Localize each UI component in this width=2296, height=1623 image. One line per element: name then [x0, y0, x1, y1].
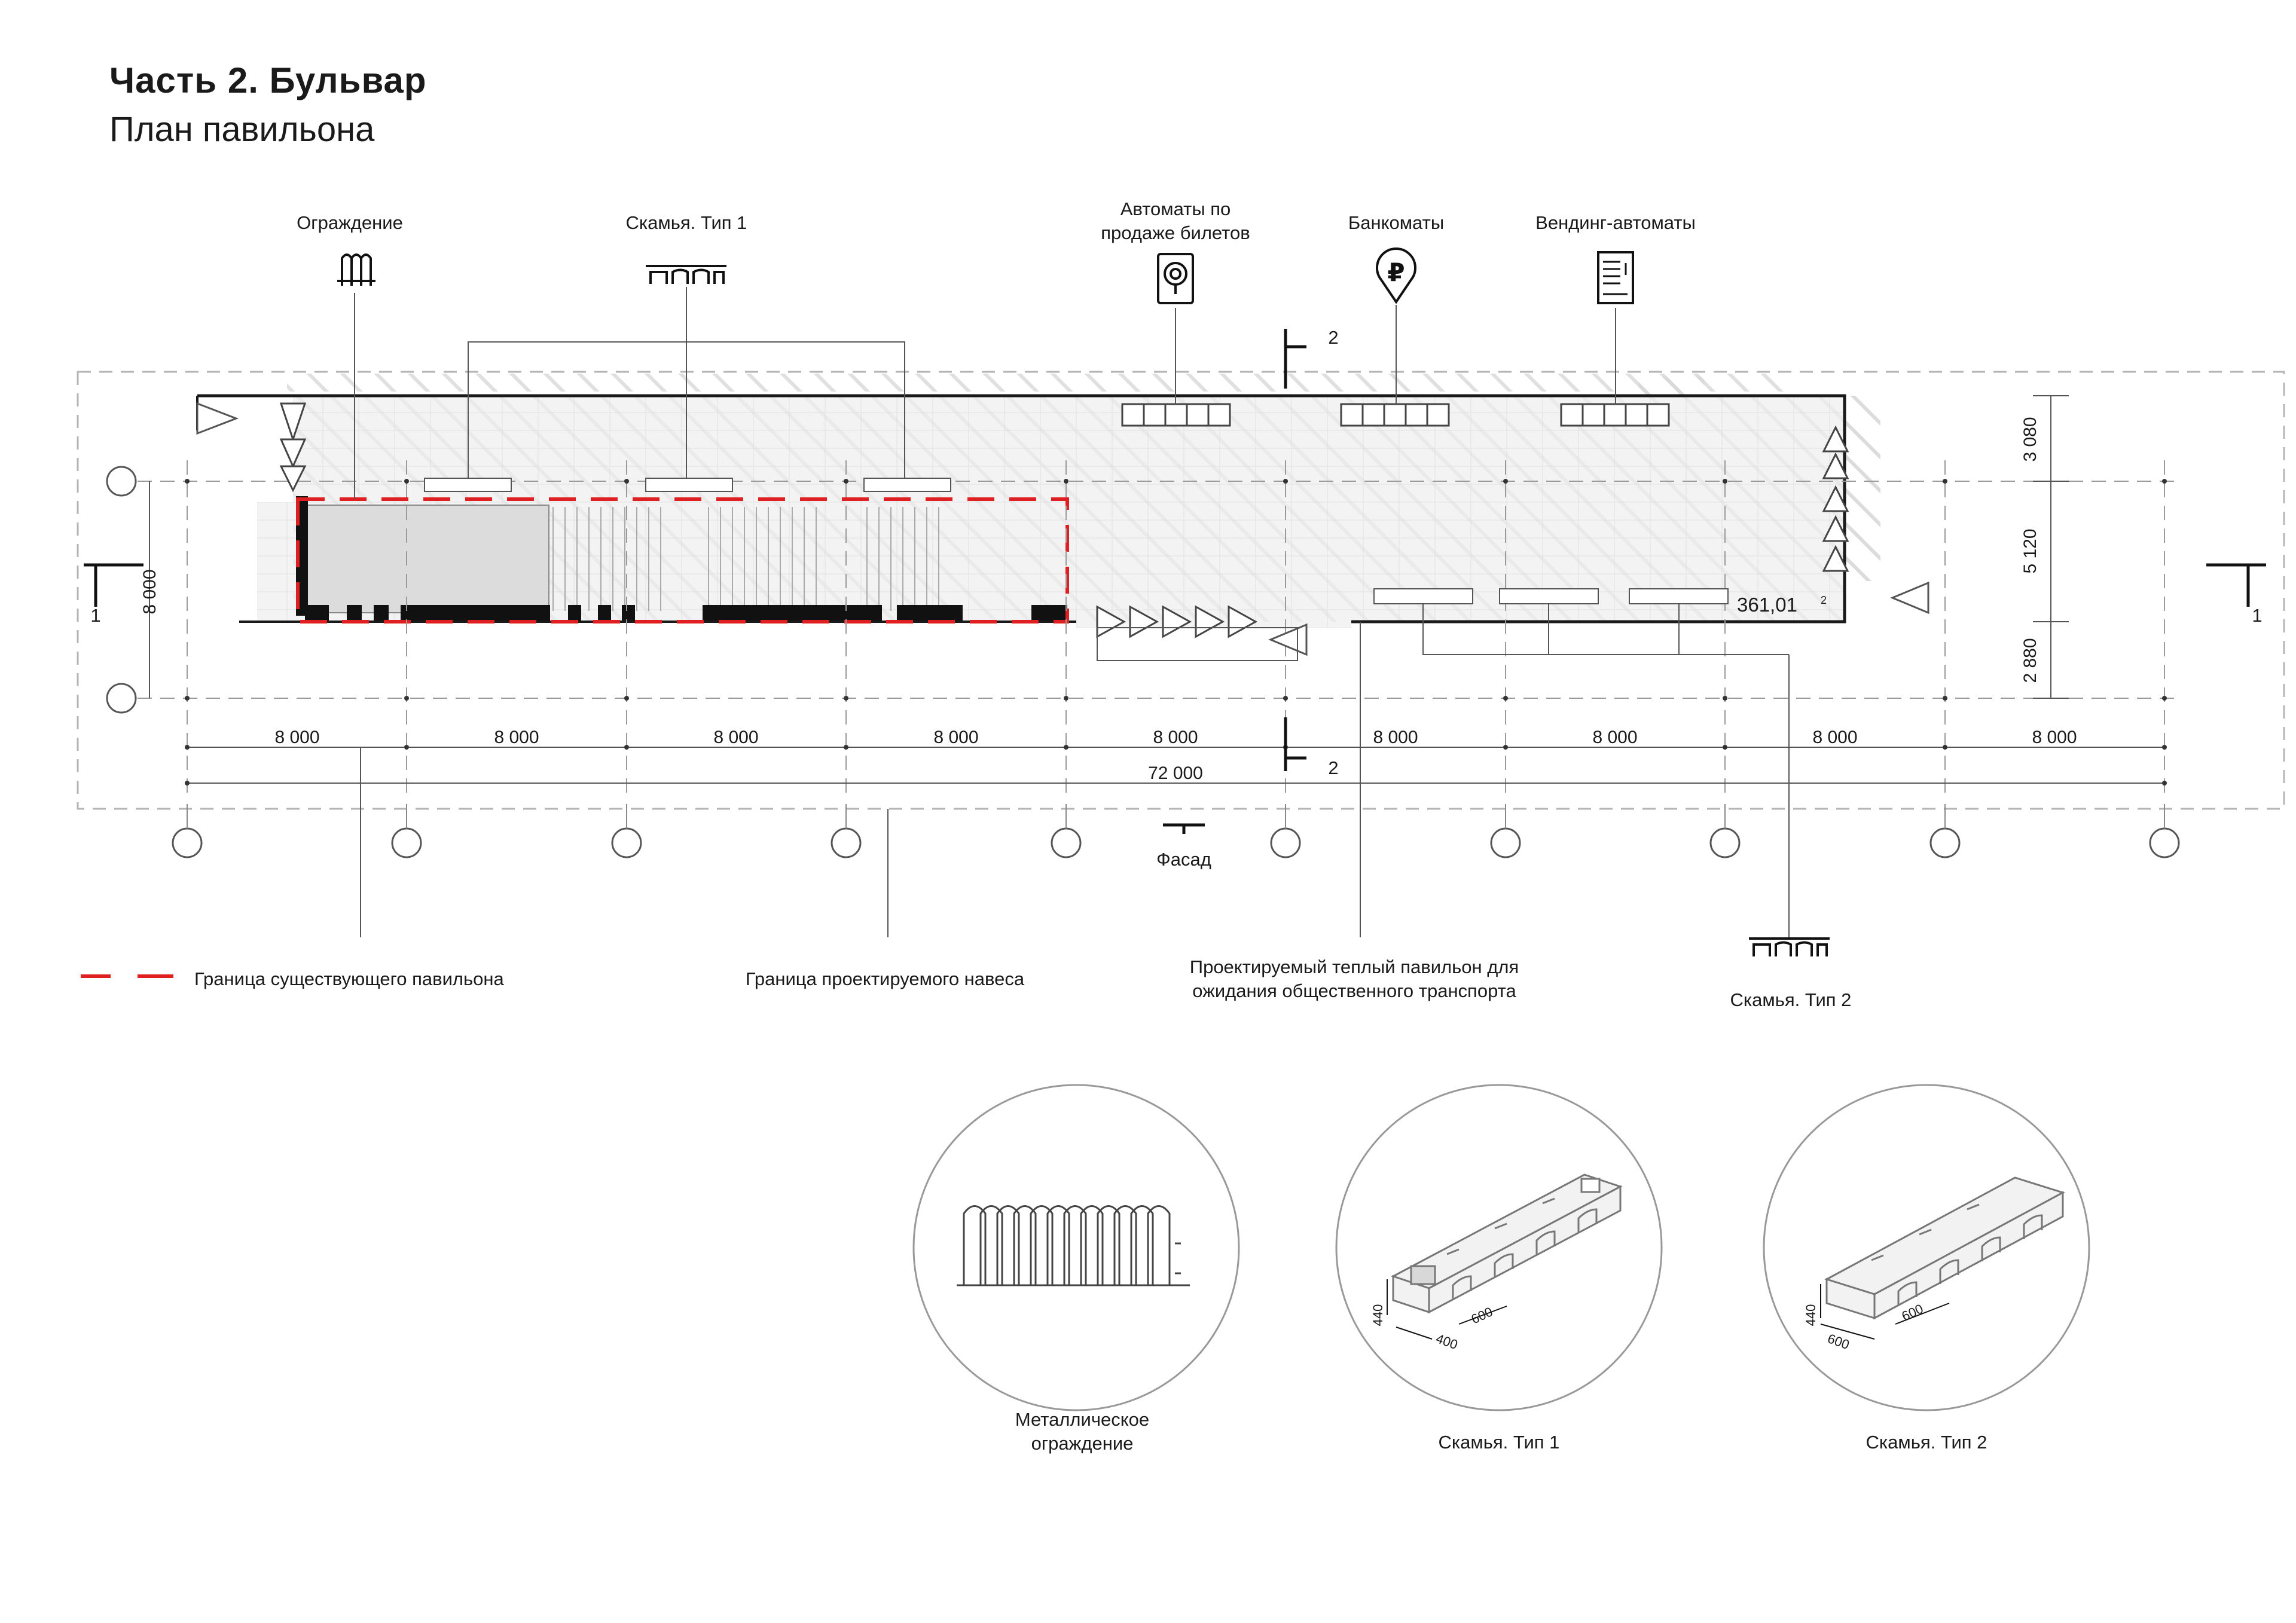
atm-row [1340, 403, 1450, 427]
existing-mullions [552, 507, 939, 611]
section-2-label-bottom: 2 [1328, 757, 1338, 778]
legend-existing-pavilion: Граница существующего павильона [194, 968, 504, 989]
ticket-machine-icon [1157, 253, 1194, 304]
legend-canopy: Граница проектируемого навеса [746, 968, 1025, 989]
existing-glazed-area [303, 505, 549, 613]
facade-label: Фасад [1156, 849, 1211, 870]
vending-row [1560, 403, 1670, 427]
existing-walls [296, 496, 1067, 621]
dim-vertical-right-1: 3 080 [2020, 417, 2040, 461]
page-subtitle: План павильона [109, 110, 375, 149]
callout-ticket-line2: продаже билетов [1101, 222, 1250, 243]
detail-bench1-caption: Скамья. Тип 1 [1439, 1432, 1560, 1453]
detail-fence-line2: ограждение [1031, 1433, 1134, 1454]
axis-grid [138, 460, 2182, 795]
section-2-markers [1163, 329, 1306, 834]
benches-type2 [1373, 588, 1729, 604]
total-length-dim: 72 000 [1148, 763, 1203, 783]
area-label: 361,01 [1737, 594, 1797, 616]
fence-icon [337, 253, 375, 286]
section-2-label-top: 2 [1328, 327, 1338, 348]
canopy-hatch-top [287, 374, 1794, 392]
section-1-markers [84, 563, 2266, 607]
callout-ticket-line1: Автоматы по [1120, 198, 1231, 219]
detail-fence-line1: Металлическое [1015, 1409, 1149, 1430]
bench-type2-icon [1749, 937, 1830, 956]
existing-pavilion-boundary [296, 497, 1069, 623]
callout-vending: Вендинг-автоматы [1535, 212, 1696, 233]
bench2-dim-lines [1820, 1284, 1950, 1340]
turnstiles-bottom [1096, 605, 1258, 638]
span-dim-2: 8 000 [494, 728, 539, 747]
benches-type1 [424, 478, 951, 492]
span-dim-3: 8 000 [713, 728, 758, 747]
bench-type1-icon [646, 265, 726, 284]
area-unit: 2 [1821, 594, 1827, 606]
bench1-dim-height: 440 [1370, 1304, 1385, 1326]
turnstiles-left [279, 402, 307, 493]
span-dim-8: 8 000 [1812, 728, 1857, 747]
ticket-machines [1121, 403, 1231, 427]
span-dim-6: 8 000 [1373, 728, 1418, 747]
span-dim-4: 8 000 [933, 728, 978, 747]
legend-new-pavilion-line2: ожидания общественного транспорта [1192, 980, 1516, 1001]
dimension-ticks [185, 479, 2167, 785]
leader-lines [354, 287, 1790, 937]
callout-bench1: Скамья. Тип 1 [626, 212, 747, 233]
dim-vertical-right-3: 2 880 [2020, 638, 2040, 683]
svg-text:₽: ₽ [1387, 258, 1405, 287]
span-dim-7: 8 000 [1592, 728, 1637, 747]
axis-marker [106, 466, 137, 497]
detail-circle-fence [912, 1084, 1240, 1411]
fence-detail-drawing [957, 1205, 1190, 1286]
legend-new-pavilion-line1: Проектируемый теплый павильон для [1190, 956, 1519, 977]
bench2-dim-height: 440 [1803, 1304, 1818, 1326]
callout-atm: Банкоматы [1348, 212, 1444, 233]
callout-bench2: Скамья. Тип 2 [1730, 989, 1852, 1010]
dim-vertical-right-2: 5 120 [2020, 528, 2040, 573]
axis-marker [106, 683, 137, 714]
callout-fence: Ограждение [297, 212, 403, 233]
axis-ticks [187, 804, 2165, 829]
span-dim-1: 8 000 [274, 728, 319, 747]
hatch-bit [1638, 377, 1704, 395]
page-title: Часть 2. Бульвар [109, 60, 427, 100]
pavilion-hatch-right [1845, 396, 1880, 581]
atm-icon: ₽ [1376, 247, 1416, 304]
vending-machine-icon [1597, 251, 1634, 304]
detail-bench2-caption: Скамья. Тип 2 [1866, 1432, 1987, 1453]
span-dim-9: 8 000 [2032, 728, 2077, 747]
axis-markers-bottom [172, 827, 2180, 858]
section-1-label-right: 1 [2252, 605, 2262, 626]
dim-vertical-left: 8 000 [140, 569, 160, 614]
canopy-boundary [77, 371, 2285, 810]
dimension-lines [149, 395, 2164, 784]
bench1-dim-lines [1387, 1279, 1507, 1340]
section-1-label-left: 1 [90, 605, 100, 626]
entrance-vestibule [1097, 627, 1298, 661]
bench1-detail-drawing [1391, 1173, 1623, 1314]
turnstiles-right [1822, 425, 1849, 572]
span-dim-5: 8 000 [1153, 728, 1198, 747]
bench2-detail-drawing [1824, 1176, 2065, 1320]
